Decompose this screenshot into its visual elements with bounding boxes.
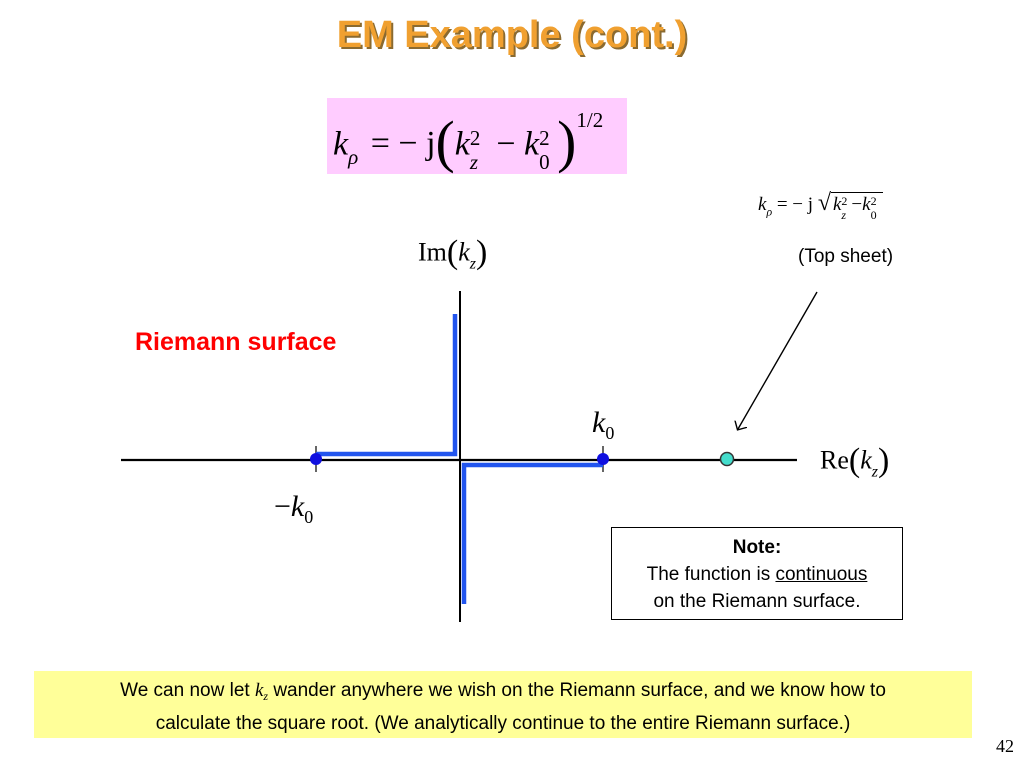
right-paren: ) (557, 109, 577, 175)
formula-k2-sub: 0 (539, 150, 550, 175)
formula-k1-sub: z (469, 150, 479, 175)
note-title: Note: (732, 537, 782, 558)
side-k1: k (832, 194, 842, 215)
side-eq: = − j (776, 194, 814, 215)
neg-k0-label: −k0 (274, 490, 313, 528)
neg-k0-sub: 0 (304, 507, 314, 528)
formula-lhs: k (333, 125, 349, 163)
side-k1-sup: 2 (841, 194, 848, 208)
k0-text: k (592, 406, 606, 439)
side-k2: k (862, 194, 871, 215)
side-k2-sup: 2 (870, 194, 877, 208)
side-k1-sub: z (841, 208, 847, 222)
bottom-part-1: We can now let (120, 680, 255, 701)
branch-point-k0 (597, 453, 609, 465)
formula-lhs-sub: ρ (348, 144, 359, 169)
real-axis-label: Re(kz) (820, 442, 890, 481)
k0-label: k0 (592, 406, 614, 444)
note-line-1: The function is continuous (612, 561, 902, 588)
side-lhs: k (758, 194, 767, 215)
side-k2-sub: 0 (870, 208, 877, 222)
re-arg-sub: z (871, 463, 878, 481)
im-arg: k (458, 237, 470, 267)
bottom-var-sub: z (263, 689, 269, 704)
bottom-text-box: We can now let kz wander anywhere we wis… (34, 671, 972, 738)
note-box: Note: The function is continuous on the … (611, 527, 903, 620)
neg-k0-sign: − (274, 490, 291, 523)
note-emphasis: continuous (775, 564, 868, 585)
bottom-line-2: calculate the square root. (We analytica… (155, 713, 851, 735)
re-arg: k (860, 445, 872, 475)
left-paren: ( (435, 109, 455, 175)
re-text: Re (820, 445, 849, 475)
note-line-2: on the Riemann surface. (653, 591, 861, 612)
imag-axis-label: Im(kz) (418, 234, 488, 273)
bottom-var: k (254, 680, 264, 701)
neg-k0-text: k (290, 490, 305, 523)
side-lhs-sub: ρ (766, 205, 773, 219)
branch-cut-left (316, 314, 458, 457)
sqrt-icon: √ (817, 190, 831, 216)
pointer-arrow (738, 291, 818, 429)
formula-k2: k (524, 125, 540, 163)
slide-title: EM Example (cont.) (336, 14, 688, 56)
page-number: 42 (996, 736, 1014, 756)
formula-k2-sup: 2 (539, 126, 550, 151)
note-line-1-prefix: The function is (646, 564, 776, 585)
riemann-surface-label: Riemann surface (135, 328, 337, 356)
top-sheet-point (719, 451, 735, 467)
formula-exponent: 1/2 (576, 108, 604, 132)
side-minus: − (851, 194, 863, 215)
bottom-part-2: wander anywhere we wish on the Riemann s… (268, 680, 886, 701)
bottom-line-1: We can now let kz wander anywhere we wis… (34, 677, 972, 710)
formula-k1: k (454, 125, 470, 163)
branch-point-neg-k0 (310, 453, 322, 465)
im-arg-sub: z (469, 255, 476, 273)
formula-minus: − (496, 125, 516, 163)
formula-k1-sup: 2 (469, 126, 481, 151)
top-sheet-label: (Top sheet) (798, 246, 894, 267)
formula-eq: = − j (370, 125, 436, 163)
im-text: Im (418, 237, 447, 267)
branch-cut-right (461, 462, 603, 604)
k0-sub: 0 (605, 423, 615, 444)
